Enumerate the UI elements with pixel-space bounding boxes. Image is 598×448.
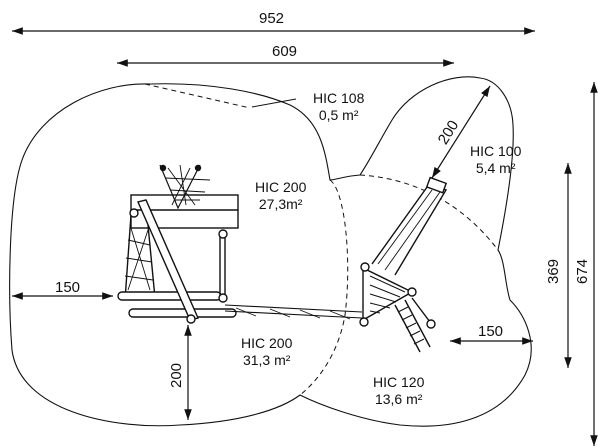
- zone-hic120-area: 13,6 m²: [374, 391, 423, 407]
- dim-label-674: 674: [574, 258, 592, 285]
- slide-platform-equipment: [359, 176, 448, 353]
- zone-hic200-top: HIC 200 27,3m²: [255, 179, 306, 213]
- zone-hic100: HIC 100 5,4 m²: [470, 143, 521, 177]
- dim-label-200-bottom: 200: [168, 362, 186, 389]
- zone-hic108-name: HIC 108: [313, 90, 365, 106]
- zone-hic200-bottom-name: HIC 200: [241, 335, 293, 351]
- zone-hic200-bottom: HIC 200 31,3 m²: [241, 335, 292, 369]
- zone-hic100-name: HIC 100: [470, 143, 522, 159]
- zone-hic120: HIC 120 13,6 m²: [373, 374, 424, 408]
- dim-label-150-left: 150: [55, 279, 81, 296]
- hic108-leader: [251, 98, 297, 108]
- safety-zone-outline: [9, 76, 532, 427]
- dim-label-150-right: 150: [478, 323, 504, 340]
- dim-label-952: 952: [259, 10, 285, 27]
- dim-label-609: 609: [272, 43, 298, 60]
- dim-label-369: 369: [545, 258, 563, 285]
- zone-hic100-area: 5,4 m²: [475, 160, 516, 176]
- zone-hic108-area: 0,5 m²: [318, 107, 359, 123]
- zone-hic200-top-area: 27,3m²: [258, 196, 303, 212]
- zone-boundary-mid: [299, 179, 349, 396]
- zone-hic120-name: HIC 120: [373, 374, 425, 390]
- zone-hic200-top-name: HIC 200: [255, 179, 307, 195]
- climbing-tower-equipment: [117, 164, 363, 324]
- zone-boundary-top: [144, 83, 251, 109]
- zone-hic108: HIC 108 0,5 m²: [313, 90, 364, 124]
- zone-hic200-bottom-area: 31,3 m²: [242, 352, 291, 368]
- dim-line-200-slide: [431, 85, 491, 179]
